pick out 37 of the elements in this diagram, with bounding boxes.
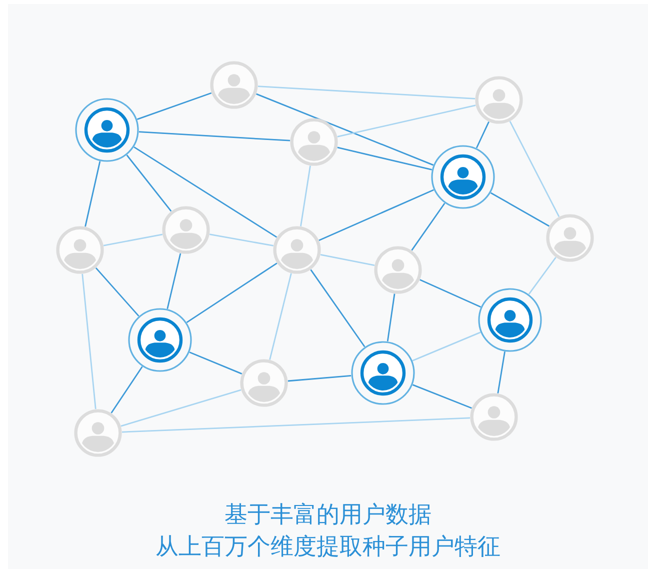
connector-line [256,93,434,166]
connector-line [210,234,274,246]
connector-line [509,121,560,217]
connector-line [310,269,366,348]
connector-line [136,92,212,120]
connector-line [126,154,172,212]
connector-line [186,262,278,324]
connector-line [103,234,163,246]
connector-line [386,294,396,342]
caption-text: 从上百万个维度提取种子用户特征 [154,533,502,562]
connector-line [84,161,101,227]
connector-line [412,332,481,362]
connector-line [134,146,278,238]
connector-line [166,253,182,310]
connector-line [138,131,290,142]
connector-line [412,384,472,409]
connector-line [269,273,292,360]
connector-line [110,366,143,414]
connector-line [258,86,476,100]
connector-line [497,351,506,394]
connector-line [318,189,434,241]
connector-line [337,146,432,170]
connector-line [300,166,311,226]
connector-line [420,279,482,308]
connector-line [490,192,550,227]
connector-line [320,254,375,266]
connector-line [528,256,556,295]
connector-line [82,274,96,410]
connector-line [411,202,446,251]
connector-line [288,374,352,382]
connector-line [189,352,242,374]
connector-line [476,121,490,148]
connector-line [120,389,242,427]
connector-line [122,417,470,433]
caption-text: 基于丰富的用户数据 [224,501,432,530]
connector-line [337,104,476,138]
connector-line [95,267,140,317]
